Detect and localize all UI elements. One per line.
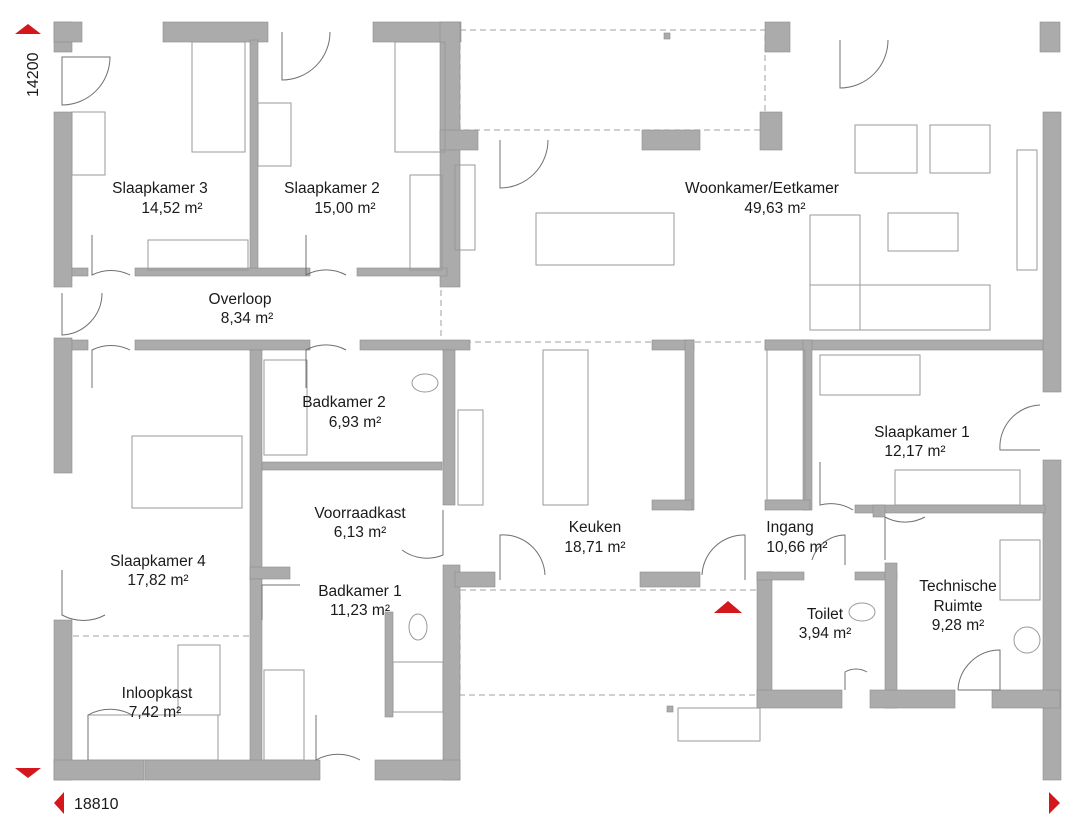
room-area: 8,34 m²: [221, 310, 274, 327]
room-name: Slaapkamer 1: [874, 424, 970, 441]
room-area: 18,71 m²: [564, 539, 625, 556]
room-name: Toilet: [807, 606, 844, 623]
arrow-left-icon: [54, 792, 64, 814]
width-dimension: 18810: [74, 796, 119, 813]
arrow-right-icon: [1049, 792, 1060, 814]
room-name: Ingang: [766, 519, 813, 536]
room-name: Badkamer 1: [318, 583, 402, 600]
dimension-markers: 14200 18810: [15, 24, 1060, 814]
room-area: 12,17 m²: [884, 443, 945, 460]
arrow-down-icon: [15, 768, 41, 778]
room-labels: Slaapkamer 3 14,52 m² Slaapkamer 2 15,00…: [110, 180, 997, 721]
room-area: 10,66 m²: [766, 539, 827, 556]
room-name-line2: Ruimte: [933, 598, 982, 615]
room-name: Technische: [919, 578, 997, 595]
room-area: 49,63 m²: [744, 200, 805, 217]
entrance-arrow-icon: [714, 601, 742, 613]
room-area: 7,42 m²: [129, 704, 182, 721]
room-area: 11,23 m²: [330, 602, 390, 619]
room-area: 9,28 m²: [932, 617, 985, 634]
height-dimension: 14200: [25, 52, 42, 97]
room-area: 14,52 m²: [141, 200, 202, 217]
room-name: Slaapkamer 2: [284, 180, 380, 197]
room-area: 6,93 m²: [329, 414, 382, 431]
walls: [53, 21, 1062, 781]
room-name: Keuken: [569, 519, 622, 536]
room-name: Slaapkamer 3: [112, 180, 208, 197]
arrow-up-icon: [15, 24, 41, 34]
room-area: 15,00 m²: [314, 200, 375, 217]
room-area: 17,82 m²: [127, 572, 188, 589]
doors[interactable]: [61, 31, 1041, 761]
room-name: Voorraadkast: [314, 505, 406, 522]
room-name: Slaapkamer 4: [110, 553, 206, 570]
room-area: 6,13 m²: [334, 524, 387, 541]
room-name: Woonkamer/Eetkamer: [685, 180, 839, 197]
room-name: Overloop: [209, 291, 272, 308]
room-name: Inloopkast: [122, 685, 193, 702]
room-area: 3,94 m²: [799, 625, 852, 642]
furniture: [71, 41, 1041, 761]
room-name: Badkamer 2: [302, 394, 386, 411]
